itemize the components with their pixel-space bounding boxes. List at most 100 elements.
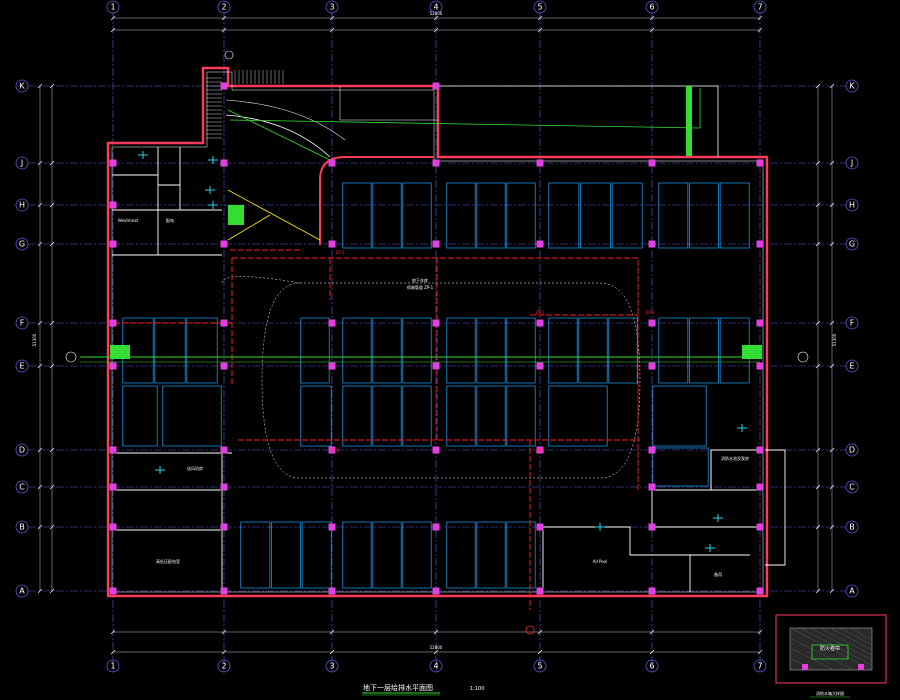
structural-column: [220, 240, 228, 248]
structural-column: [220, 446, 228, 454]
dim-tick: [329, 27, 335, 33]
grid-bubble: [325, 0, 339, 14]
grid-bubble: [15, 316, 29, 330]
riser-block: [686, 86, 692, 156]
parking-stall: [301, 521, 332, 589]
grid-bubble: [845, 79, 859, 93]
parking-stall: [506, 317, 536, 384]
structural-column: [109, 319, 117, 327]
structural-column: [756, 483, 764, 491]
dim-tick: [49, 202, 55, 208]
grid-bubble: [15, 156, 29, 170]
dim-tick: [221, 629, 227, 635]
dim-tick: [37, 484, 43, 490]
parking-stall: [342, 182, 372, 249]
structural-column: [328, 587, 336, 595]
grid-bubble-label: 4: [433, 3, 438, 12]
dim-tick: [221, 27, 227, 33]
dim-tick: [829, 160, 835, 166]
ramp-curve: [225, 114, 331, 158]
inset-caption: 消防水箱大样图: [816, 690, 844, 696]
structural-column: [432, 523, 440, 531]
structural-column: [536, 446, 544, 454]
drive-aisle: [221, 276, 301, 284]
dim-tick: [757, 15, 763, 21]
structural-column: [756, 319, 764, 327]
structural-column: [432, 82, 440, 90]
parking-stall: [446, 521, 476, 589]
dim-total-right: 51300: [832, 333, 837, 346]
parking-stall: [300, 317, 330, 384]
dim-tick: [829, 363, 835, 369]
grid-bubble-label: B: [19, 523, 25, 532]
parking-stall: [580, 182, 611, 249]
grid-bubble: [15, 480, 29, 494]
pipe-tag: ZP-3: [645, 310, 655, 315]
dim-tick: [37, 363, 43, 369]
fixture-symbol: [595, 523, 605, 531]
fixture-symbol: [208, 201, 218, 209]
grid-bubble: [15, 198, 29, 212]
dim-tick: [649, 27, 655, 33]
pipe-network: [80, 86, 762, 610]
parking-stall: [658, 182, 689, 249]
parking-stall: [446, 317, 476, 384]
grid-bubble: [845, 480, 859, 494]
room-label: 消防水池及泵房: [721, 455, 749, 461]
structural-column: [648, 240, 656, 248]
grid-bubble-label: H: [19, 201, 25, 210]
drawing-scale: 1:100: [470, 686, 484, 692]
grid-bubble: [15, 79, 29, 93]
parking-stall: [652, 447, 709, 487]
section-bubble: [224, 50, 234, 60]
grid-bubble-label: 7: [757, 662, 762, 671]
grid-bubble-label: H: [849, 201, 855, 210]
structural-column: [536, 587, 544, 595]
dim-tick: [37, 83, 43, 89]
dim-tick: [829, 202, 835, 208]
grid-bubble-label: B: [849, 523, 855, 532]
dim-tick: [433, 27, 439, 33]
room-label: 配电: [166, 217, 174, 223]
grid-bubble-label: 6: [649, 3, 654, 12]
parking-stall: [446, 182, 476, 249]
structural-column: [109, 201, 117, 209]
dim-tick: [49, 447, 55, 453]
dim-tick: [49, 83, 55, 89]
parking-stall: [506, 182, 536, 249]
grid-bubble: [753, 0, 767, 14]
grid-bubble-label: 7: [757, 3, 762, 12]
parking-stall: [719, 182, 750, 249]
grid-bubble-label: A: [19, 587, 25, 596]
parking-stall: [548, 182, 580, 249]
grid-bubble-label: 3: [329, 662, 334, 671]
dim-tick: [537, 27, 543, 33]
dim-tick: [221, 15, 227, 21]
courtyard-wall: [438, 85, 719, 157]
dim-tick: [815, 241, 821, 247]
parking-stall: [372, 385, 402, 447]
grid-bubble-label: 3: [329, 3, 334, 12]
parking-stall: [342, 521, 372, 589]
grid-bubble-label: A: [849, 587, 855, 596]
grid-bubble-label: F: [20, 319, 25, 328]
parking-stall: [240, 521, 271, 589]
pipe-tag: ZP-4: [330, 448, 340, 453]
building-outline: [106, 66, 786, 598]
structural-column: [648, 362, 656, 370]
dim-tick: [757, 27, 763, 33]
grid-bubble: [845, 156, 859, 170]
structural-column: [109, 523, 117, 531]
grid-bubble: [217, 0, 231, 14]
dim-tick: [829, 320, 835, 326]
dim-tick: [49, 524, 55, 530]
structural-column: [109, 446, 117, 454]
dim-tick: [329, 649, 335, 655]
dim-tick: [829, 588, 835, 594]
valve-block: [742, 345, 762, 359]
dim-tick: [329, 629, 335, 635]
parking-stall: [402, 317, 432, 384]
structural-column: [536, 240, 544, 248]
grid-bubble: [845, 359, 859, 373]
pipe-tag: ZP-5: [535, 448, 545, 453]
